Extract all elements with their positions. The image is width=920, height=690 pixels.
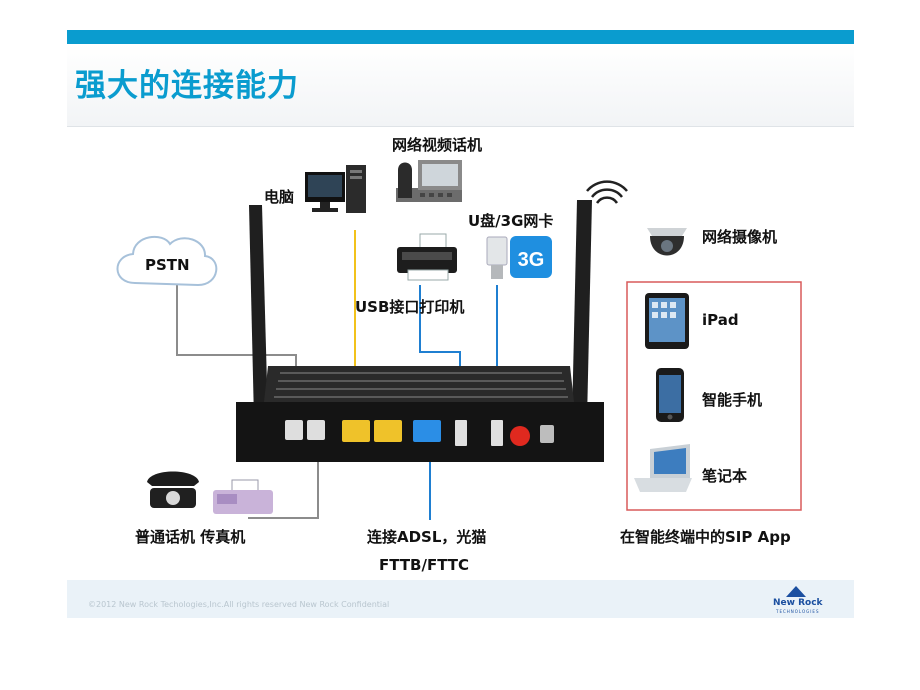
usb-3g-label: U盘/3G网卡 xyxy=(468,212,554,230)
phone-fax-label: 普通话机 传真机 xyxy=(135,528,246,546)
3g-badge-text: 3G xyxy=(518,249,545,271)
router xyxy=(236,366,604,462)
power-button xyxy=(510,426,530,446)
smartphone-label: 智能手机 xyxy=(702,391,763,409)
phone-fax-line xyxy=(248,445,319,519)
usb-stick-icon xyxy=(486,236,508,279)
usb-ports xyxy=(455,420,503,446)
computer-label: 电脑 xyxy=(264,188,295,206)
adsl-label: 连接ADSL，光猫 xyxy=(367,528,487,546)
lan-ports xyxy=(342,420,402,442)
video-phone-label: 网络视频话机 xyxy=(392,136,483,154)
printer-icon xyxy=(397,233,457,281)
wan-port xyxy=(413,420,441,442)
brand-name: New Rock xyxy=(773,598,823,608)
ipad-label: iPad xyxy=(702,311,739,329)
router-vents xyxy=(274,372,568,398)
logo-mountain-icon xyxy=(786,586,806,597)
laptop-label: 笔记本 xyxy=(702,467,748,485)
wifi-icon xyxy=(586,180,628,204)
ipad-icon xyxy=(645,293,689,349)
footer-copyright: ©2012 New Rock Techologies,Inc.All right… xyxy=(88,600,390,609)
slide-title: 强大的连接能力 xyxy=(75,68,299,104)
3g-card-icon: 3G xyxy=(510,236,552,278)
pstn-label: PSTN xyxy=(145,256,190,274)
video-phone-icon xyxy=(396,160,462,202)
smart-terminal-frame xyxy=(626,281,802,511)
computer-icon xyxy=(305,165,366,213)
phone-ports xyxy=(285,420,325,440)
smartphone-icon xyxy=(656,368,684,422)
fax-icon xyxy=(213,479,273,514)
brand-subtitle: TECHNOLOGIES xyxy=(776,609,820,614)
top-accent-bar xyxy=(67,30,854,44)
telephone-icon xyxy=(147,471,199,508)
laptop-icon xyxy=(634,444,692,492)
power-jack xyxy=(540,425,554,443)
title-bar xyxy=(67,44,854,127)
usb-printer-label: USB接口打印机 xyxy=(355,298,465,316)
fttb-label: FTTB/FTTC xyxy=(379,556,470,574)
sip-app-label: 在智能终端中的SIP App xyxy=(620,528,791,546)
ip-camera-icon xyxy=(647,228,687,256)
footer-bar xyxy=(67,580,854,618)
ip-camera-label: 网络摄像机 xyxy=(702,228,778,246)
router-antennas xyxy=(249,200,592,420)
pstn-cloud-icon xyxy=(116,235,218,287)
